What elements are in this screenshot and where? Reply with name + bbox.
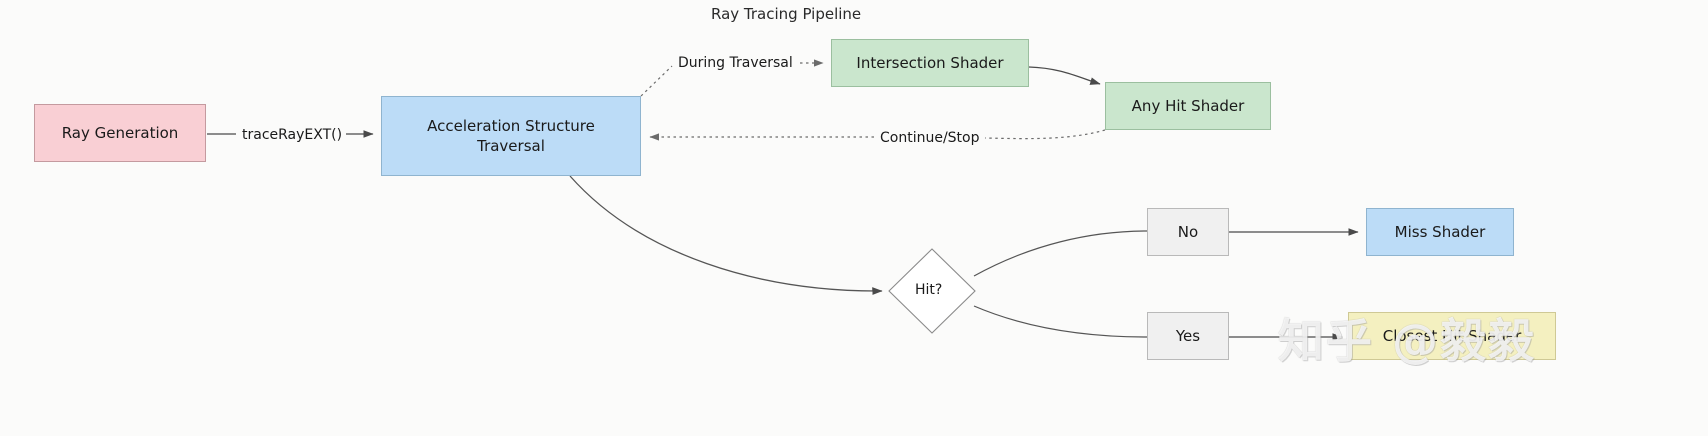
edge-label-continue-stop: Continue/Stop <box>876 130 984 146</box>
node-closest-hit-shader[interactable]: Closest Hit Shader <box>1348 312 1556 360</box>
edge-accel-to-intersect-a <box>640 65 673 97</box>
edge-label-yes: Yes <box>1175 326 1201 345</box>
node-acceleration-label-line1: Acceleration Structure <box>427 116 595 135</box>
node-acceleration-label-line2: Traversal <box>477 137 545 155</box>
node-any-hit-shader-label: Any Hit Shader <box>1131 96 1245 115</box>
edge-hit-to-yes <box>973 305 1148 338</box>
edge-label-trace-ray-ext: traceRayEXT() <box>238 127 347 143</box>
node-ray-generation[interactable]: Ray Generation <box>34 104 206 162</box>
node-ray-generation-label: Ray Generation <box>61 123 179 142</box>
edge-accel-to-hit <box>569 175 883 295</box>
node-miss-shader[interactable]: Miss Shader <box>1366 208 1514 256</box>
node-intersection-shader[interactable]: Intersection Shader <box>831 39 1029 87</box>
edge-label-during-traversal: During Traversal <box>674 55 797 71</box>
page-title: Ray Tracing Pipeline <box>711 5 862 23</box>
edge-anyhit-to-accel-right <box>984 129 1106 140</box>
edge-label-box-yes[interactable]: Yes <box>1147 312 1229 360</box>
node-any-hit-shader[interactable]: Any Hit Shader <box>1105 82 1271 130</box>
node-acceleration-structure-traversal[interactable]: Acceleration Structure Traversal <box>381 96 641 176</box>
node-closest-hit-shader-label: Closest Hit Shader <box>1382 326 1522 345</box>
node-intersection-shader-label: Intersection Shader <box>856 53 1004 72</box>
hit-decision-diamond <box>888 248 976 334</box>
edge-label-box-no[interactable]: No <box>1147 208 1229 256</box>
edge-label-no: No <box>1177 222 1199 241</box>
node-miss-shader-label: Miss Shader <box>1394 222 1486 241</box>
edge-intersect-to-anyhit <box>1028 66 1101 85</box>
edge-hit-to-no <box>973 230 1148 277</box>
node-hit-decision-label: Hit? <box>915 282 943 298</box>
